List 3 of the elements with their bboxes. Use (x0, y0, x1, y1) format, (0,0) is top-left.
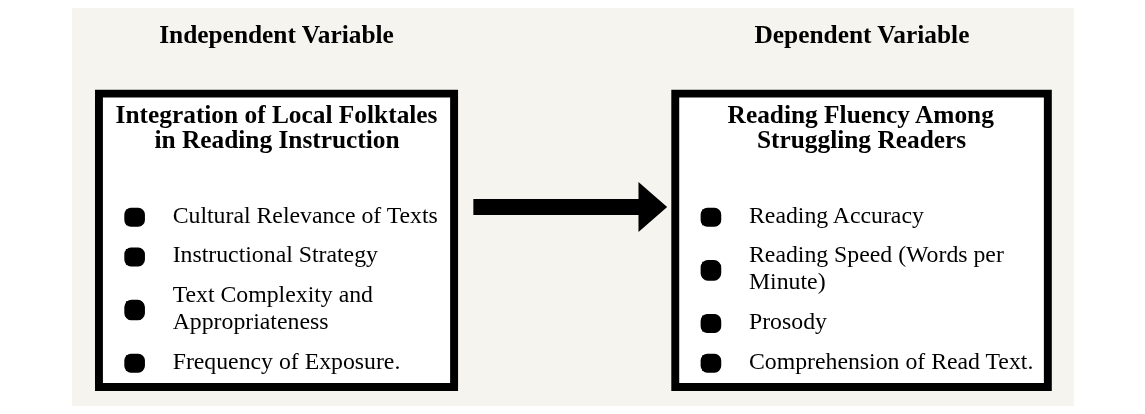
arrow (472, 181, 667, 233)
node-label: Dependent Variable (754, 20, 969, 49)
node-label: Independent Variable (158, 20, 394, 49)
